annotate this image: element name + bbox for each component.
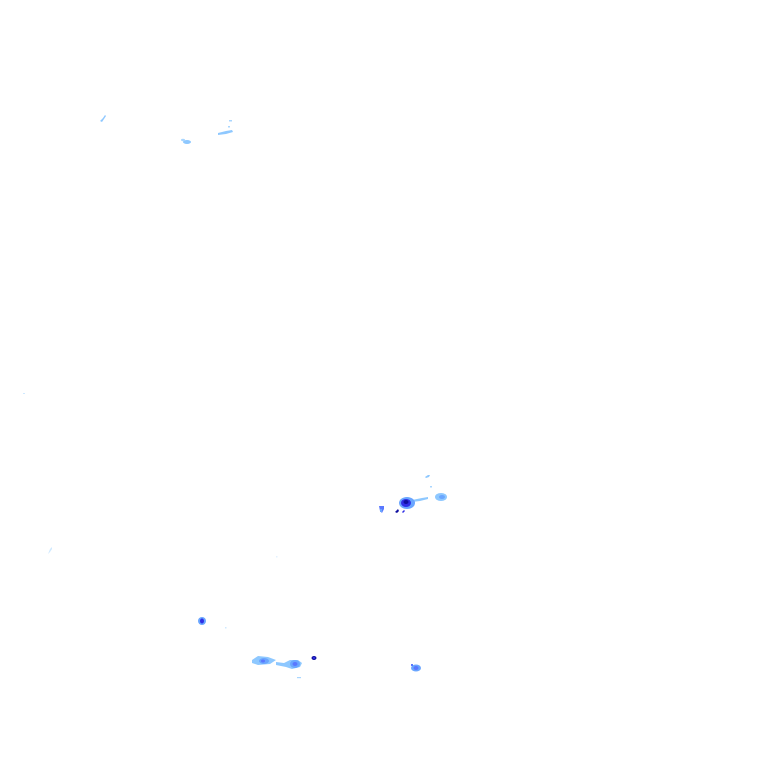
echo-cell-central-east-west bbox=[379, 506, 384, 513]
echo-cell-south-band-east bbox=[276, 660, 302, 679]
echo-cell-central-east-main bbox=[395, 497, 415, 513]
echo-cell-central-east-north bbox=[425, 475, 432, 488]
echo-cell-south-dot bbox=[311, 656, 317, 660]
echo-cell-northwest-3 bbox=[218, 120, 233, 135]
echo-cell-south-band-west bbox=[252, 656, 276, 665]
echo-cell-northwest-2 bbox=[181, 138, 191, 144]
echo-speck-west-2 bbox=[48, 547, 278, 558]
echo-cell-central-east-outer bbox=[412, 493, 447, 502]
echo-cell-south-east bbox=[411, 664, 421, 672]
echo-cell-northwest-1 bbox=[100, 115, 106, 122]
echo-cell-southwest-small bbox=[198, 617, 227, 629]
echo-speck-west-1 bbox=[23, 393, 25, 394]
